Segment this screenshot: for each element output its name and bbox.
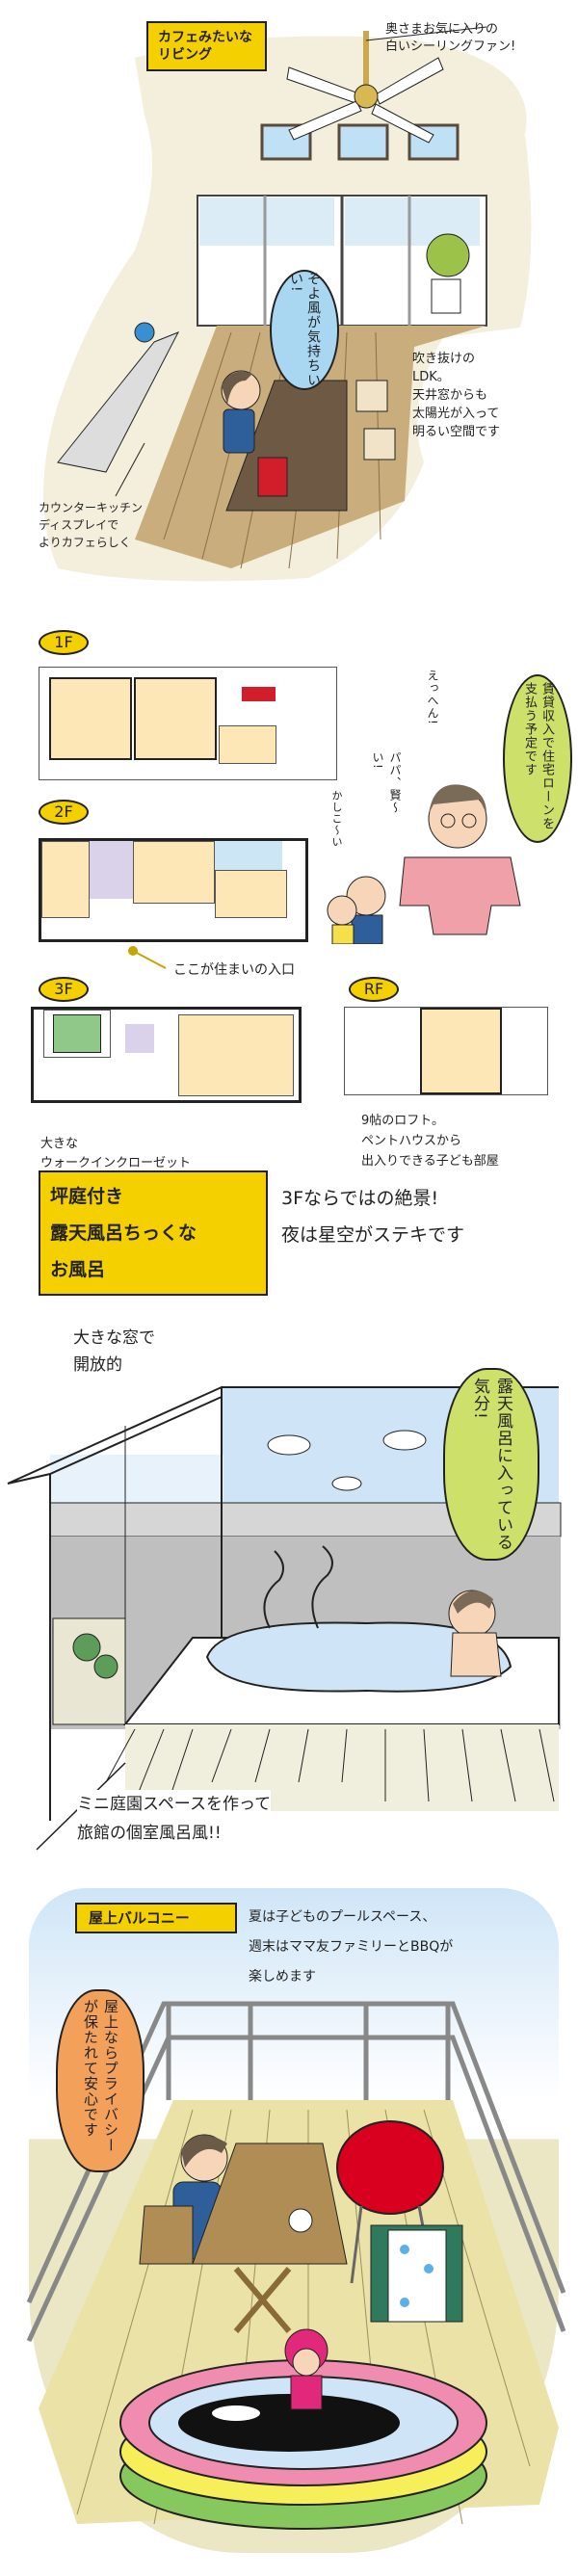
- bath-illustration: [7, 1385, 562, 1851]
- father-exclaim: えっへん!: [426, 670, 439, 725]
- fan-note: 奥さまお気に入りの 白いシーリングファン!: [385, 22, 516, 54]
- speech-bubble-breeze: そよ風が気持ちいい!: [270, 270, 339, 390]
- father-speech-text: 賃貸収入で住宅ローンを支払う予定です: [522, 681, 554, 830]
- floor-badge-1f: 1F: [39, 630, 89, 655]
- thought-text: 露天風呂に入っている気分!: [470, 1378, 512, 1551]
- floor-badge-2f: 2F: [39, 800, 89, 825]
- loft-note: 9帖のロフト。 ペントハウスから 出入りできる子ども部屋: [361, 1114, 499, 1169]
- entrance-note: ここが住まいの入口: [173, 962, 295, 978]
- window-note: 大きな窓で 開放的: [73, 1328, 155, 1375]
- floor-badge-rf: RF: [349, 977, 399, 1002]
- mother-speech: パパ、賢〜い!: [371, 751, 402, 814]
- bath-view-note: 3Fならではの絶景! 夜は星空がステキです: [281, 1188, 465, 1246]
- floorplan-rf: [344, 1007, 548, 1095]
- bath-title-label: 坪庭付き 露天風呂ちっくな お風呂: [39, 1170, 268, 1296]
- living-title-label: カフェみたいな リビング: [146, 21, 267, 71]
- garden-note: ミニ庭園スペースを作って 旅館の個室風呂風!!: [77, 1790, 272, 1848]
- entrance-pointer: [128, 946, 167, 969]
- father-speech-bubble: 賃貸収入で住宅ローンを支払う予定です: [503, 674, 572, 843]
- family-illustration: [327, 784, 521, 944]
- balcony-note: 夏は子どものプールスペース、 週末はママ友ファミリーとBBQが 楽しめます: [249, 1909, 454, 1985]
- child-speech: かしこ〜い: [330, 790, 343, 848]
- balcony-title-label: 屋上バルコニー: [75, 1903, 237, 1933]
- floorplan-1f: [39, 667, 337, 780]
- skylight: [337, 123, 389, 161]
- closet-note: 大きな ウォークインクローゼット: [40, 1137, 192, 1170]
- balcony-illustration: [26, 2001, 566, 2530]
- ldk-note: 吹き抜けの LDK。 天井窓からも 太陽光が入って 明るい空間です: [412, 352, 501, 439]
- kitchen-note: カウンターキッチン ディスプレイで よりカフェらしく: [39, 501, 144, 549]
- speech-text: そよ風が気持ちいい!: [288, 272, 321, 387]
- floorplan-3f: [31, 1007, 302, 1103]
- thought-bubble: 露天風呂に入っている気分!: [443, 1368, 539, 1561]
- balcony-speech-text: 屋上ならプライバシーが保たれて安心です: [82, 1999, 119, 2153]
- skylight: [407, 123, 460, 161]
- balcony-speech-bubble: 屋上ならプライバシーが保たれて安心です: [56, 1989, 144, 2172]
- floor-badge-3f: 3F: [39, 977, 89, 1002]
- floorplan-2f: [39, 838, 308, 942]
